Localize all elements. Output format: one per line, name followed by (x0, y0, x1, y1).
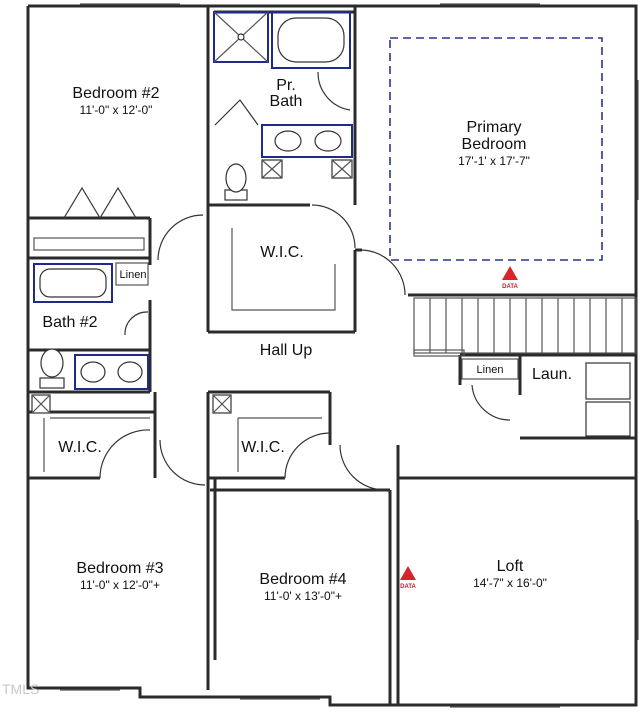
room-dims-bedroom3: 11'-0" x 12'-0"+ (80, 578, 160, 592)
linen-closet-hall (461, 358, 519, 380)
room-label-bedroom2: Bedroom #2 (72, 85, 159, 102)
room-label-bedroom3: Bedroom #3 (76, 560, 163, 577)
room-label-pr-bath-line2: Bath (270, 93, 303, 110)
room-label-laundry: Laun. (532, 366, 572, 383)
primary-toilet (224, 163, 248, 201)
door-swings (63, 71, 511, 491)
watermark: TMLS (2, 681, 39, 697)
closet-shelves (33, 228, 336, 472)
room-dims-bedroom2: 11'-0" x 12'-0" (80, 103, 153, 117)
primary-shower (213, 11, 269, 63)
room-label-wic-bed4: W.I.C. (241, 439, 285, 456)
room-label-linen-bath2: Linen (120, 269, 147, 281)
windows (60, 3, 639, 708)
data-marker-primary: DATA (502, 266, 519, 290)
washer-dryer (585, 362, 631, 437)
room-label-linen-hall: Linen (477, 364, 504, 376)
hvac-chases (31, 394, 232, 414)
staircase (413, 297, 637, 357)
room-label-loft: Loft (497, 558, 524, 575)
bath2-tub (33, 263, 113, 303)
svg-text:DATA: DATA (400, 584, 416, 590)
linen-closet-bath2 (115, 262, 149, 286)
room-label-bath2: Bath #2 (42, 314, 97, 331)
bath2-toilet (39, 348, 65, 389)
room-label-bedroom4: Bedroom #4 (259, 571, 346, 588)
data-marker-loft: DATA (400, 566, 417, 590)
room-dims-primary: 17'-1' x 17'-7" (458, 154, 530, 168)
tray-ceiling-outline (389, 37, 603, 261)
room-label-wic-primary: W.I.C. (260, 244, 304, 261)
primary-bathtub (271, 11, 351, 69)
room-label-hall: Hall Up (260, 342, 313, 359)
interior-walls (28, 6, 636, 705)
room-label-pr-bath-line1: Pr. (276, 77, 296, 94)
room-dims-bedroom4: 11'-0' x 13'-0"+ (264, 589, 342, 603)
bath2-vanity (74, 354, 149, 390)
room-label-primary-line1: Primary (466, 119, 521, 136)
room-dims-loft: 14'-7" x 16'-0" (473, 576, 547, 590)
room-label-primary-line2: Bedroom (462, 136, 527, 153)
exterior-walls (26, 4, 638, 707)
primary-vanity (261, 124, 353, 179)
room-label-wic-bed3: W.I.C. (58, 439, 102, 456)
svg-text:DATA: DATA (502, 284, 518, 290)
